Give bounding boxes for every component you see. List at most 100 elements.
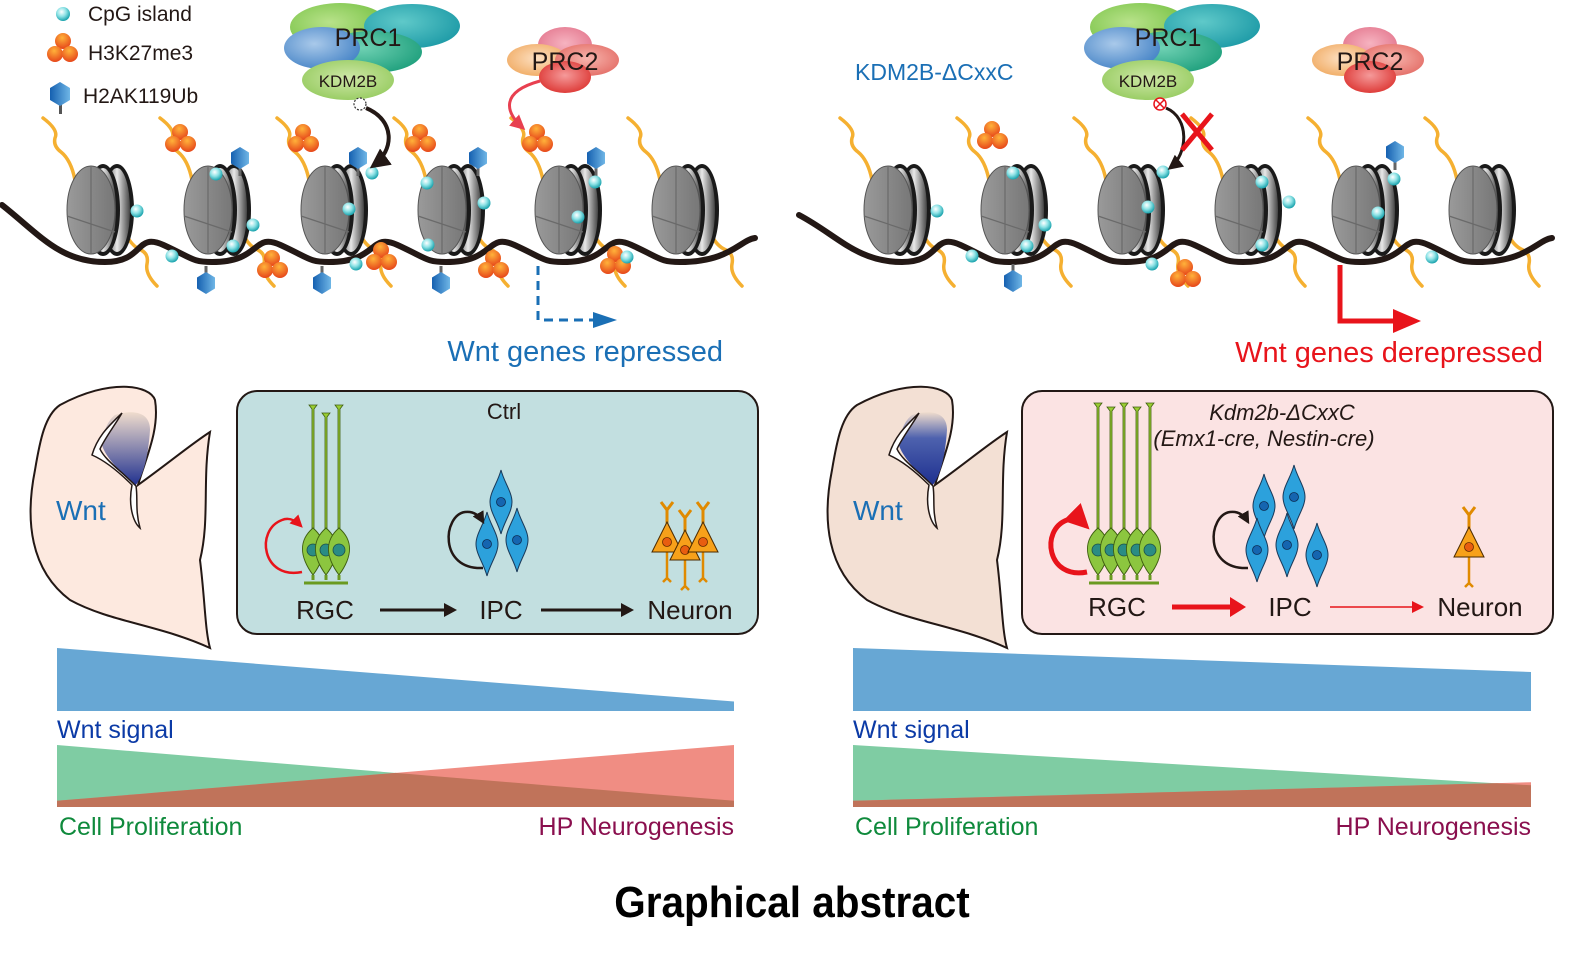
wnt-signal-wedge	[853, 648, 1531, 711]
histone-disc-line	[1331, 166, 1381, 254]
methyl-dot	[478, 262, 494, 278]
histone-tail	[920, 230, 956, 288]
nucleosome	[980, 164, 1048, 256]
ipc-cell-group	[1245, 464, 1329, 588]
prc2-complex: PRC2	[507, 27, 619, 130]
cpg-island-dot	[349, 257, 363, 271]
methyl-dot	[493, 262, 509, 278]
histone-disc-line	[1214, 166, 1264, 254]
methyl-dot	[537, 136, 553, 152]
methyl-dot	[303, 136, 319, 152]
condition-label: KDM2B-ΔCxxC	[855, 59, 1013, 85]
prc2-label: PRC2	[1337, 48, 1404, 76]
ipc-nucleus	[1289, 492, 1299, 502]
kdm2b-subunit	[1102, 60, 1194, 100]
cxxc-domain-icon	[353, 97, 367, 111]
overlap-wedge	[57, 772, 734, 807]
methyl-dot	[272, 262, 288, 278]
kdm2b-label: KDM2B	[319, 72, 378, 91]
ipc-nucleus	[512, 535, 522, 545]
cpg-island-dot	[209, 167, 223, 181]
neuron-axon	[1464, 557, 1474, 588]
h2ak119ub-icon	[50, 82, 70, 114]
histone-disc-line	[1448, 166, 1498, 254]
histone-tail	[708, 230, 744, 288]
brain-wnt-label: Wnt	[56, 495, 106, 526]
h2ak119ub-stem	[594, 167, 598, 176]
kdm2b-subunit	[302, 60, 394, 100]
neuron-soma	[651, 520, 683, 553]
outcome-label: Wnt genes derepressed	[1235, 337, 1543, 369]
nucleosome	[863, 164, 931, 256]
legend: CpG island H3K27me3 H2AK119Ub	[47, 3, 198, 114]
nucleosome	[1331, 164, 1399, 256]
h2ak119ub-stem	[476, 167, 480, 176]
rgc-self-renewal-arrow	[1048, 503, 1090, 576]
wnt-signal-wedge	[57, 648, 734, 711]
radial-glial-cell	[328, 404, 350, 585]
h2ak119ub-hexagon	[587, 147, 605, 169]
methyl-dot	[984, 121, 1000, 137]
methyl-dot	[485, 250, 501, 266]
failed-binding-arrow	[1165, 106, 1186, 170]
arrowhead-icon	[593, 312, 617, 328]
nucleosome	[183, 164, 251, 256]
histone-tail	[1423, 116, 1459, 182]
h2ak119ub-mark	[432, 266, 450, 294]
intermediate-progenitor-cell	[1282, 464, 1306, 530]
cpg-island-dot	[965, 249, 979, 263]
hp-neurogenesis-label: HP Neurogenesis	[1336, 813, 1531, 841]
h2ak119ub-hexagon	[197, 272, 215, 294]
figure-title: Graphical abstract	[614, 878, 970, 927]
neuron-nucleus	[680, 545, 690, 555]
cpg-island-dot	[620, 250, 634, 264]
wnt-signal-label: Wnt signal	[57, 716, 174, 744]
histone-tail	[1306, 116, 1342, 182]
cpg-island-dot	[1387, 172, 1401, 186]
histone-disc-line	[300, 166, 350, 254]
methyl-dot	[381, 254, 397, 270]
histone-marks	[930, 121, 1439, 292]
cpg-island-dot	[930, 204, 944, 218]
nucleosome	[300, 164, 368, 256]
h3k27me3-mark	[288, 124, 319, 152]
ipc-self-renewal-arrow	[1212, 510, 1250, 570]
cpg-island-dot	[1371, 206, 1385, 220]
intermediate-progenitor-cell	[505, 507, 529, 573]
brain-section: Wnt	[29, 385, 212, 650]
prc1-label: PRC1	[1135, 24, 1202, 52]
neuron-cell	[687, 501, 719, 583]
neuron-nucleus	[698, 537, 708, 547]
cpg-island-dot	[1282, 195, 1296, 209]
methyl-dot	[529, 124, 545, 140]
genotype-driver-label: (Emx1-cre, Nestin-cre)	[1153, 426, 1374, 451]
hippocampal-primordium	[899, 412, 947, 486]
h2ak119ub-stem	[356, 167, 360, 176]
neuron-group	[1453, 506, 1485, 588]
methyl-dot	[600, 258, 616, 274]
nucleosome	[1214, 164, 1282, 256]
prc2-subunit	[539, 61, 591, 93]
h3k27me3-mark	[977, 121, 1008, 149]
histone-tail	[955, 116, 991, 182]
nucleosome	[1097, 164, 1165, 256]
h2ak119ub-mark	[313, 266, 331, 294]
methyl-dot	[1177, 259, 1193, 275]
neuron-cell	[1453, 506, 1485, 588]
histone-tail	[1037, 230, 1073, 288]
h3k27me3-mark	[405, 124, 436, 152]
h2ak119ub-hexagon	[1386, 141, 1404, 163]
rgc-endfoot	[330, 575, 348, 585]
lateral-ventricle	[91, 412, 142, 531]
histone-disc-line	[651, 166, 701, 254]
cpg-island-dot	[165, 249, 179, 263]
histone-tail	[1072, 116, 1108, 182]
legend-label-h2ak119ub: H2AK119Ub	[83, 85, 198, 108]
histone-disc-line	[534, 166, 584, 254]
methyl-dot	[992, 133, 1008, 149]
legend-item-h2ak119ub: H2AK119Ub	[50, 82, 198, 114]
neuron-nucleus	[1464, 542, 1474, 552]
h3k27me3-mark	[522, 124, 553, 152]
